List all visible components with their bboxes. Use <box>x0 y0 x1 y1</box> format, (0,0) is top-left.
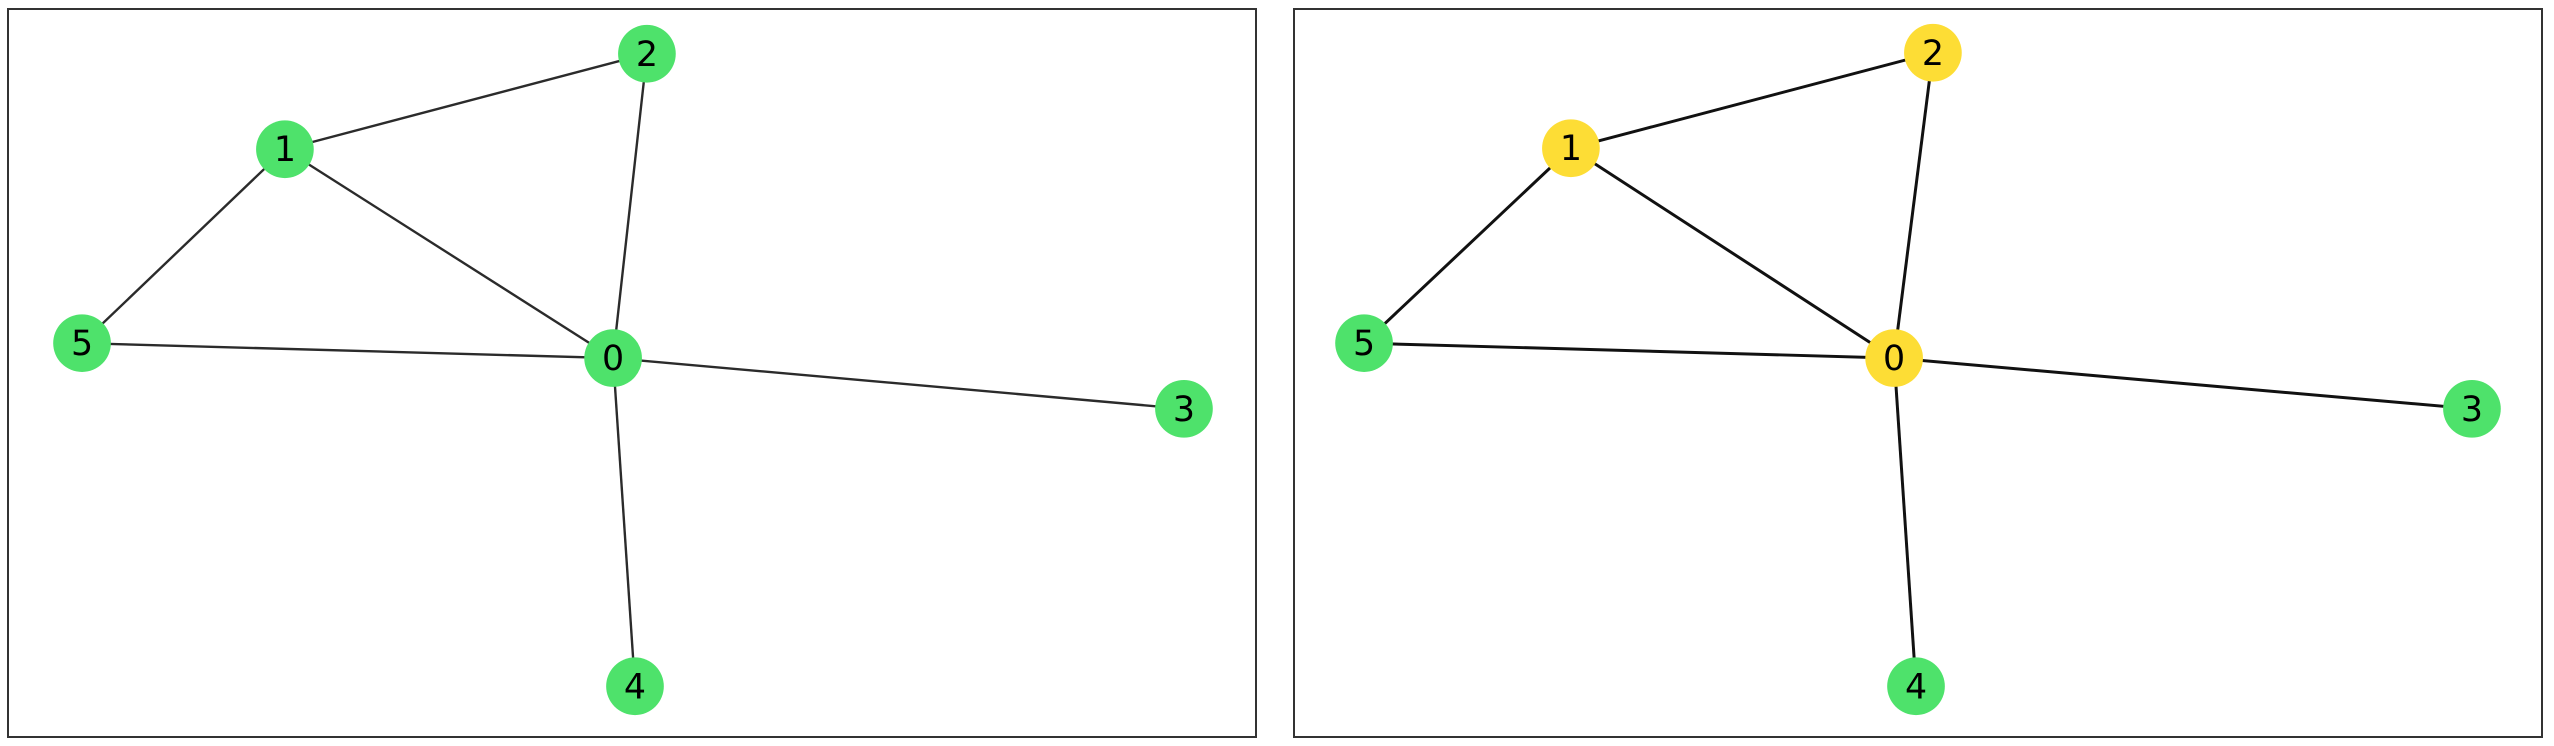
edge-0-4 <box>611 358 637 687</box>
node-circle <box>1887 657 1945 716</box>
node-circle <box>2443 379 2501 438</box>
node-4: 4 <box>606 657 664 716</box>
nodes-right: 0 1 2 3 4 5 <box>1335 23 2501 716</box>
edge-0-2 <box>1892 52 1935 359</box>
node-label: 3 <box>1173 390 1195 430</box>
node-circle <box>1865 329 1923 387</box>
node-label: 1 <box>1560 129 1582 169</box>
node-label: 0 <box>602 339 624 379</box>
edge-0-3 <box>1894 356 2473 411</box>
node-circle <box>53 314 111 373</box>
graph-panel-right: 0 1 2 3 4 5 <box>1293 8 2543 738</box>
node-0: 0 <box>1865 329 1923 387</box>
node-label: 4 <box>1905 667 1927 707</box>
nodes-left: 0 1 2 3 4 5 <box>53 24 1213 716</box>
node-1: 1 <box>1542 119 1600 178</box>
edges-right <box>1363 51 2473 687</box>
graph-canvas-right: 0 1 2 3 4 5 <box>1335 23 2501 716</box>
edge-1-2 <box>1570 51 1934 150</box>
node-circle <box>606 657 664 716</box>
node-2: 2 <box>1904 23 1962 82</box>
node-circle <box>584 329 642 387</box>
node-5: 5 <box>53 314 111 373</box>
node-3: 3 <box>1155 379 1213 438</box>
node-5: 5 <box>1335 314 1393 373</box>
node-label: 1 <box>274 130 296 170</box>
node-label: 0 <box>1883 339 1905 379</box>
node-circle <box>256 120 314 179</box>
node-0: 0 <box>584 329 642 387</box>
edge-0-1 <box>284 148 614 360</box>
node-label: 5 <box>1353 324 1375 364</box>
node-label: 2 <box>636 35 658 75</box>
edge-0-5 <box>1364 341 1895 360</box>
edge-1-5 <box>1363 147 1572 345</box>
node-circle <box>1335 314 1393 373</box>
edge-1-5 <box>81 148 286 345</box>
edge-0-2 <box>611 53 649 359</box>
node-label: 4 <box>624 667 646 707</box>
node-circle <box>1155 379 1213 438</box>
node-circle <box>1542 119 1600 178</box>
node-label: 3 <box>2461 390 2483 430</box>
node-1: 1 <box>256 120 314 179</box>
node-circle <box>618 24 676 83</box>
node-label: 5 <box>71 324 93 364</box>
graph-panel-left: 0 1 2 3 4 5 <box>7 8 1257 738</box>
node-circle <box>1904 23 1962 82</box>
edges-left <box>81 52 1185 687</box>
node-label: 2 <box>1922 34 1944 74</box>
edge-0-4 <box>1892 357 1918 687</box>
node-2: 2 <box>618 24 676 83</box>
edge-0-3 <box>612 356 1185 410</box>
graph-canvas-left: 0 1 2 3 4 5 <box>53 24 1213 716</box>
node-3: 3 <box>2443 379 2501 438</box>
edge-0-1 <box>1570 146 1895 360</box>
edge-0-5 <box>81 341 614 360</box>
node-4: 4 <box>1887 657 1945 716</box>
edge-1-2 <box>284 52 648 151</box>
